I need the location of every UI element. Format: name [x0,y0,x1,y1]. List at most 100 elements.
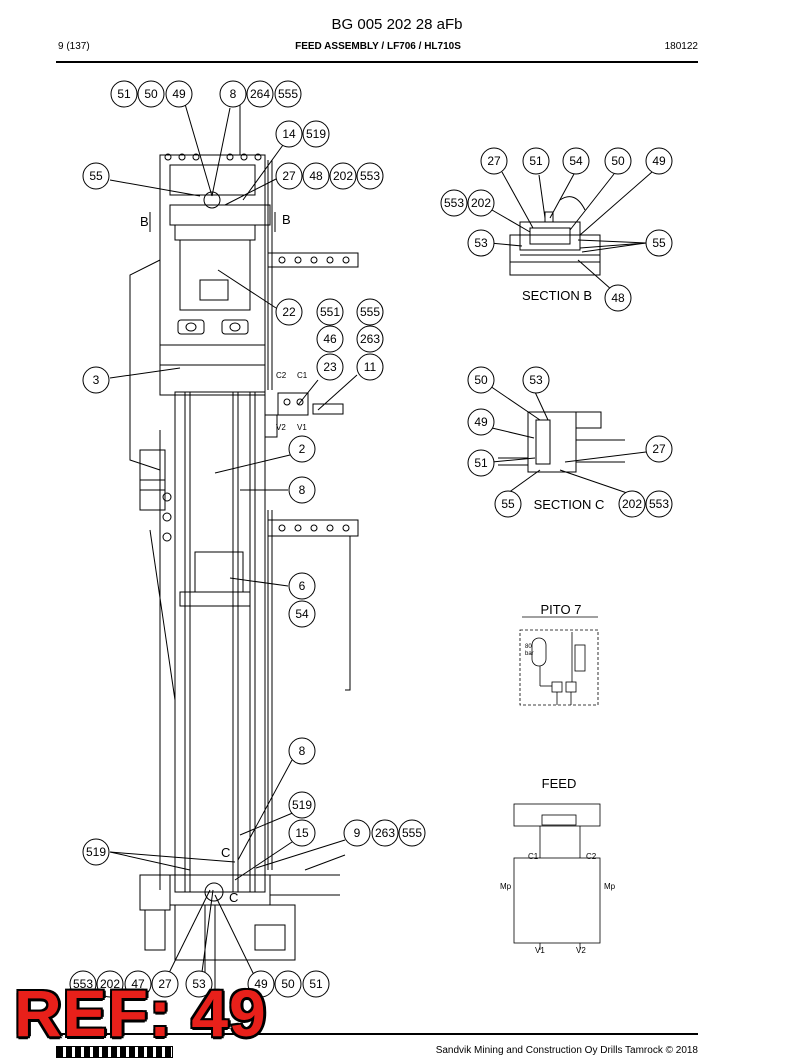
callout-balloon [288,435,316,463]
callout-number: 551 [320,305,340,319]
callout-balloon [398,819,426,847]
callout-balloon [522,366,550,394]
left-bracket-upper [139,449,166,491]
valve-block [264,392,344,438]
callout-balloon [82,838,110,866]
callout-balloon [110,80,138,108]
callout-balloon [329,162,357,190]
feed-schematic [513,803,601,950]
head-side-chain [267,160,273,390]
callout-number: 55 [89,169,103,183]
section-b-marker-right: B [282,212,291,227]
lower-chain [267,510,359,870]
callout-number: 53 [474,236,488,250]
callout-number: 54 [569,154,583,168]
port-label-v1: V1 [297,423,307,432]
callout-number: 202 [100,977,120,991]
callout-number: 9 [354,826,361,840]
callout-number: 27 [158,977,172,991]
callout-balloon [288,737,316,765]
top-bracket [169,164,256,196]
callout-number: 22 [282,305,296,319]
callout-number: 50 [474,373,488,387]
section-c-marker-upper: C [221,845,230,860]
callout-balloon [316,325,344,353]
callout-balloon [618,490,646,518]
top-pulley [203,191,221,209]
callout-number: 27 [487,154,501,168]
callout-balloon [219,80,247,108]
callout-number: 6 [299,579,306,593]
callout-number: 51 [117,87,131,101]
date-code: 180122 [664,41,698,52]
callout-balloon [467,229,495,257]
callout-number: 519 [86,845,106,859]
feed-port-v2: V2 [576,946,586,955]
callout-number: 202 [622,497,642,511]
feed-port-v1: V1 [535,946,545,955]
footer-copyright: Sandvik Mining and Construction Oy Drill… [435,1045,698,1056]
callout-number: 519 [292,798,312,812]
callout-balloon [96,970,124,998]
callout-balloon [604,284,632,312]
callout-balloon [356,298,384,326]
callout-balloon [343,819,371,847]
callout-number: 519 [306,127,326,141]
callout-number: 23 [323,360,337,374]
callout-number: 51 [474,456,488,470]
callout-number: 49 [652,154,666,168]
callout-balloon [275,298,303,326]
callout-balloon [275,120,303,148]
callout-balloon [645,147,673,175]
callout-number: 49 [474,415,488,429]
chain-segment [267,252,359,268]
ref-stamp: REF: 49 [14,976,267,1050]
port-label-c2: C2 [276,371,287,380]
header-divider [56,61,698,63]
callout-number: 48 [309,169,323,183]
callout-balloon [467,366,495,394]
callout-number: 555 [402,826,422,840]
callout-balloon [124,970,152,998]
callout-number: 49 [172,87,186,101]
document-number: BG 005 202 28 aFb [331,16,463,33]
callout-number: 51 [309,977,323,991]
callout-balloon [467,189,495,217]
callout-number: 53 [529,373,543,387]
section-c-detail [489,385,647,495]
section-b-marker-left: B [140,214,149,229]
feed-mp-left: Mp [500,882,512,891]
callout-number: 27 [652,442,666,456]
callout-balloon [288,572,316,600]
callout-balloon [316,298,344,326]
callout-balloon [137,80,165,108]
pito-pressure-unit: bar [525,651,534,657]
callout-number: 46 [323,332,337,346]
callout-number: 202 [333,169,353,183]
pito-title: PITO 7 [541,602,582,617]
callout-balloon [165,80,193,108]
bottom-pulley [204,882,224,902]
callout-number: 50 [144,87,158,101]
port-label-v2: V2 [276,423,286,432]
leader-lines [109,103,358,978]
section-c-label: SECTION C [534,497,605,512]
callout-number: 55 [652,236,666,250]
callout-balloon [645,490,673,518]
callout-number: 264 [250,87,270,101]
pito-pressure: 80 [525,644,532,650]
callout-balloon [522,147,550,175]
callout-number: 49 [254,977,268,991]
pito-schematic [519,616,599,706]
feed-port-c2: C2 [586,852,597,861]
cradle-block [179,239,251,311]
callout-balloon [645,229,673,257]
callout-number: 3 [93,373,100,387]
callout-number: 263 [375,826,395,840]
callout-number: 50 [281,977,295,991]
callout-number: 51 [529,154,543,168]
callout-number: 27 [282,169,296,183]
section-b-detail [489,171,653,291]
callout-number: 48 [611,291,625,305]
